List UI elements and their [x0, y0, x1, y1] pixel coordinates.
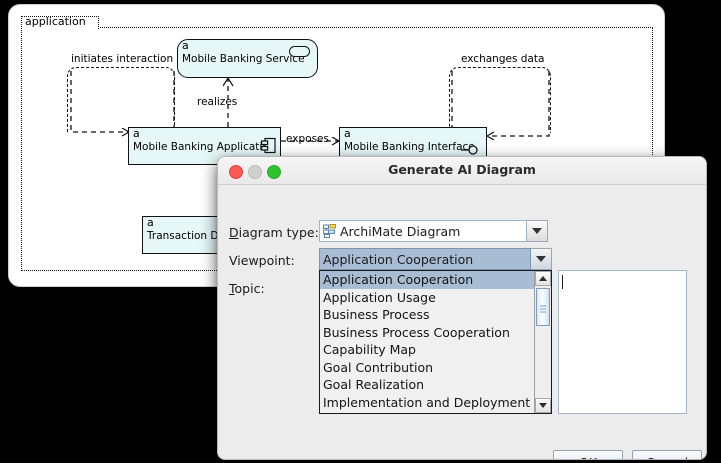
node-mobile-banking-service[interactable]: a Mobile Banking Service [177, 39, 318, 78]
node-stereotype: a [182, 39, 189, 52]
exchanges-data-region[interactable] [449, 67, 551, 133]
dropdown-option[interactable]: Implementation and Deployment [323, 394, 531, 410]
scroll-down-button[interactable] [535, 398, 551, 413]
relation-label-exposes: exposes [286, 133, 329, 145]
viewpoint-combobox[interactable]: Application Cooperation [319, 248, 552, 270]
application-service-icon [289, 46, 310, 57]
viewpoint-value: Application Cooperation [323, 251, 474, 267]
dialog-titlebar[interactable]: Generate AI Diagram [218, 157, 706, 185]
node-stereotype: a [133, 127, 140, 140]
diagram-type-dropdown-arrow[interactable] [527, 220, 548, 242]
grouping-label: application [25, 15, 86, 28]
scrollbar-thumb[interactable] [536, 288, 550, 326]
dialog-title: Generate AI Diagram [388, 162, 536, 177]
node-mobile-banking-application[interactable]: a Mobile Banking Application [128, 127, 281, 165]
triangle-up-icon [539, 276, 547, 281]
chevron-down-icon [536, 256, 546, 262]
viewpoint-label: Viewpoint: [229, 253, 295, 268]
generate-ai-diagram-dialog[interactable]: Generate AI Diagram Diagram type: [217, 156, 707, 460]
node-stereotype: a [344, 127, 351, 140]
node-label: Transaction Data [147, 230, 236, 242]
topic-input[interactable] [558, 270, 687, 414]
application-interface-icon [461, 141, 481, 155]
cancel-mnemonic: C [646, 455, 655, 460]
viewpoint-value-field[interactable]: Application Cooperation [319, 248, 531, 270]
topic-mnemonic: T [229, 281, 235, 296]
node-stereotype: a [147, 216, 154, 229]
node-label: Mobile Banking Interface [344, 141, 475, 153]
diagram-type-combobox[interactable]: ArchiMate Diagram [319, 220, 548, 242]
maximize-icon[interactable] [267, 165, 281, 179]
dropdown-option[interactable]: Business Process Cooperation [323, 324, 510, 340]
dropdown-option[interactable]: Goal Realization [323, 377, 425, 392]
diagram-type-value-field[interactable]: ArchiMate Diagram [319, 220, 527, 242]
diagram-type-mnemonic: D [229, 225, 239, 240]
diagram-type-label: Diagram type: [229, 225, 319, 240]
dropdown-scrollbar[interactable] [534, 271, 551, 413]
dialog-body: Diagram type: ArchiMate Diagram [218, 185, 706, 460]
relation-label-exchanges: exchanges data [461, 53, 545, 65]
dropdown-options[interactable]: Application Cooperation Application Usag… [320, 271, 534, 413]
node-label: Mobile Banking Application [133, 141, 276, 153]
dropdown-option[interactable]: Application Usage [323, 289, 436, 305]
viewpoint-dropdown-list[interactable]: Application Cooperation Application Usag… [319, 270, 552, 414]
relation-label-initiates: initiates interaction [71, 53, 174, 65]
grouping-tab [21, 16, 99, 29]
relation-label-realizes: realizes [197, 96, 238, 108]
diagram-type-label-rest: iagram type: [238, 225, 319, 240]
scrollbar-grip-icon [540, 304, 546, 313]
triangle-down-icon [539, 403, 547, 408]
dropdown-option[interactable]: Goal Contribution [323, 359, 434, 375]
ok-button[interactable]: OK [553, 450, 623, 460]
application-component-icon [261, 137, 276, 155]
cancel-button[interactable]: Cancel [632, 450, 702, 460]
cancel-label-rest: ancel [655, 455, 689, 460]
ok-mnemonic: O [579, 455, 589, 460]
minimize-icon[interactable] [248, 165, 262, 179]
topic-label: Topic: [229, 281, 265, 296]
close-icon[interactable] [229, 165, 243, 179]
ok-label-rest: K [589, 455, 597, 460]
diagram-type-value: ArchiMate Diagram [340, 223, 461, 239]
chevron-down-icon [532, 228, 542, 234]
archimate-diagram-icon [323, 224, 338, 238]
dropdown-option[interactable]: Business Process [323, 307, 430, 322]
dropdown-option[interactable]: Capability Map [323, 342, 416, 357]
viewpoint-dropdown-arrow[interactable] [531, 248, 552, 270]
initiates-interaction-region[interactable] [67, 67, 175, 133]
dropdown-option[interactable]: Application Cooperation [320, 271, 534, 289]
text-caret [562, 274, 563, 289]
topic-label-rest: opic: [234, 281, 265, 296]
node-label: Mobile Banking Service [182, 53, 305, 65]
scroll-up-button[interactable] [535, 271, 551, 286]
